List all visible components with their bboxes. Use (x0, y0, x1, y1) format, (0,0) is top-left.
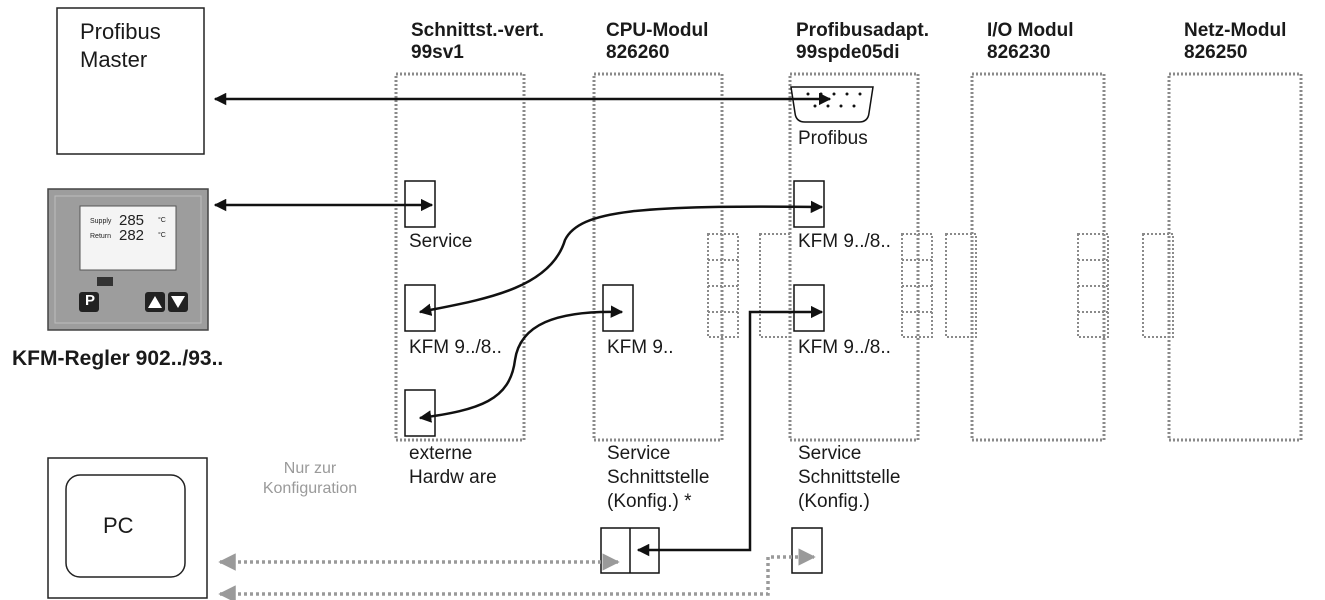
arrow-cpu-kfm-to-sv-external (418, 305, 624, 423)
module-outline-cpu (592, 72, 724, 442)
return-value: 282 (119, 227, 145, 244)
note-line2: Konfiguration (262, 480, 358, 497)
return-label: Return (90, 233, 112, 240)
sv-external-label-1: externe (409, 443, 473, 464)
cpu-service-label-1: Service (607, 443, 671, 464)
sv-kfm-label: KFM 9../8.. (409, 337, 502, 358)
supply-value: 285 (119, 212, 145, 229)
arrow-pa-kfm-to-sv-kfm (418, 200, 824, 316)
master-label-line1: Profibus (80, 19, 161, 44)
module-io-name: I/O Modul (987, 20, 1074, 41)
module-outline-netz (1167, 72, 1303, 442)
controller-display (79, 205, 177, 271)
profibus-connector-icon (790, 86, 874, 123)
return-unit: °C (158, 232, 166, 239)
module-netz-code: 826250 (1184, 42, 1248, 63)
pa-service-label-2: Schnittstelle (798, 467, 901, 488)
arrow-down-key-icon (171, 296, 185, 308)
cpu-service-label-2: Schnittstelle (607, 467, 710, 488)
profibus-master-box (56, 7, 205, 155)
module-outline-io (970, 72, 1106, 442)
module-netz-name: Netz-Modul (1184, 20, 1287, 41)
sv-service-label: Service (409, 231, 473, 252)
port-pa-kfm-2 (793, 284, 825, 332)
pa-kfm-label-1: KFM 9../8.. (798, 231, 891, 252)
kfm-controller-device (47, 188, 209, 331)
pa-profibus-label: Profibus (798, 128, 868, 149)
supply-unit: °C (158, 217, 166, 224)
pa-service-label-1: Service (798, 443, 862, 464)
controller-caption: KFM-Regler 902../93.. (12, 347, 224, 370)
pc-label: PC (103, 513, 134, 538)
cpu-kfm-label: KFM 9.. (607, 337, 674, 358)
p-key[interactable]: P (84, 292, 95, 309)
module-sv-name: Schnittst.-vert. (411, 20, 545, 41)
pa-service-label-3: (Konfig.) (798, 491, 870, 512)
module-cpu-name: CPU-Modul (606, 20, 709, 41)
note-line1: Nur zur (283, 460, 337, 477)
pa-kfm-label-2: KFM 9../8.. (798, 337, 891, 358)
port-sv-kfm (404, 284, 436, 332)
module-cpu-code: 826260 (606, 42, 670, 63)
port-pa-kfm-1 (793, 180, 825, 228)
module-pa-code: 99spde05di (796, 42, 900, 63)
module-sv-code: 99sv1 (411, 42, 464, 63)
port-sv-external (404, 389, 436, 437)
arrow-pc-pa-service (218, 548, 816, 600)
module-io-code: 826230 (987, 42, 1051, 63)
supply-label: Supply (90, 218, 112, 225)
arrow-up-key-icon (148, 296, 162, 308)
port-cpu-kfm (602, 284, 634, 332)
module-pa-name: Profibusadapt. (796, 20, 930, 41)
cpu-service-label-3: (Konfig.) * (607, 491, 692, 512)
sv-external-label-2: Hardw are (409, 467, 497, 488)
master-label-line2: Master (80, 47, 148, 72)
port-pa-service (791, 527, 823, 574)
module-outline-sv (394, 72, 526, 442)
